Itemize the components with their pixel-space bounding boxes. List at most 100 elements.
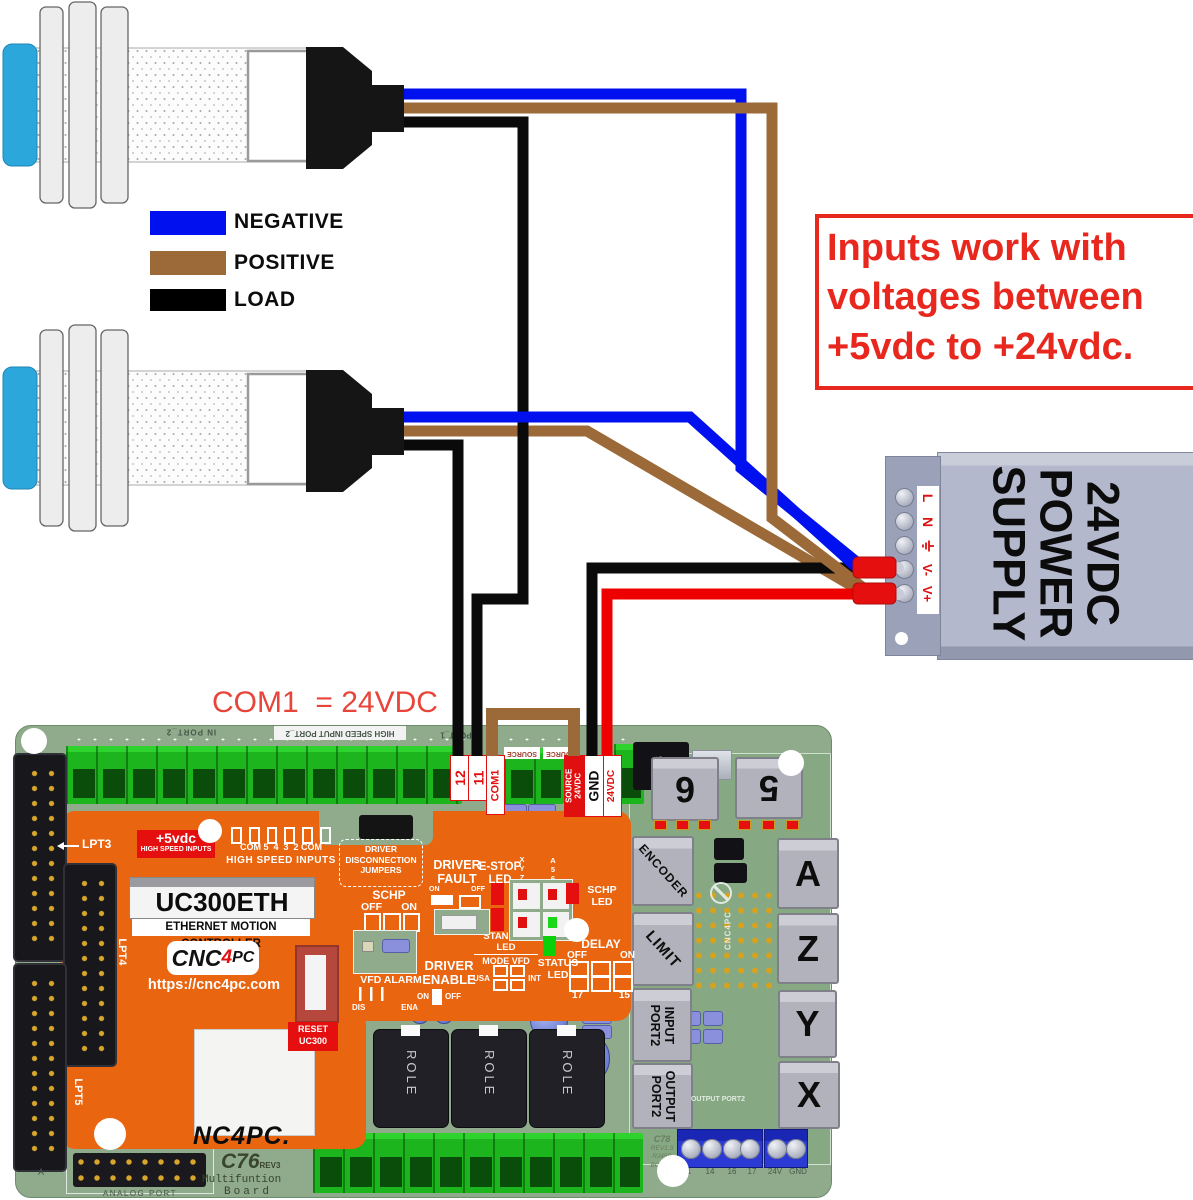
psu-mount-hole xyxy=(895,632,908,645)
lpt5-label: LPT5 xyxy=(71,1078,84,1106)
driver-ic xyxy=(714,863,747,883)
proximity-sensor-2 xyxy=(1,323,406,533)
hs-jumper-pins: COM 5 4 3 2 COM xyxy=(239,842,323,852)
lpt4-connector xyxy=(63,863,117,1067)
legend-swatch-load xyxy=(150,289,226,311)
silk-c76: C76REV3 xyxy=(221,1150,281,1173)
voltage-note-box: Inputs work with voltages between +5vdc … xyxy=(815,214,1193,390)
schp-label: SCHP xyxy=(372,888,406,902)
lpt3-label: LPT3 xyxy=(82,837,112,851)
status-led xyxy=(543,936,556,956)
legend-label-load: LOAD xyxy=(234,288,296,311)
uc300-title: UC300ETH xyxy=(155,887,289,917)
jack-axis-y: Y xyxy=(778,990,837,1058)
lpt3-connector xyxy=(13,753,67,962)
driver-fault-switches xyxy=(431,895,487,909)
silk-board-word: Board xyxy=(224,1186,273,1198)
delay-label: DELAY xyxy=(581,937,621,951)
blue-term-label: 17 xyxy=(747,1167,757,1176)
silk-multifuntion: Multifuntion xyxy=(202,1174,282,1186)
psu-term-vminus: V- xyxy=(920,563,936,577)
uc300-title-box: UC300ETH xyxy=(129,877,315,919)
no-symbol-icon xyxy=(710,882,732,904)
jumper xyxy=(703,1011,723,1026)
smd-led xyxy=(654,820,667,830)
red-led-bar xyxy=(491,883,504,905)
orange-hole xyxy=(564,918,589,942)
smd-led xyxy=(676,820,689,830)
silk-source: SOURCE xyxy=(504,747,540,759)
wire-negative-sensor1 xyxy=(398,88,868,573)
lpt3-arrow-icon xyxy=(61,845,79,847)
dip-switch xyxy=(359,815,413,839)
mount-hole-orange xyxy=(94,1118,126,1150)
terminal-badge-12: 12 xyxy=(450,755,470,801)
terminal-badge-gnd: GND xyxy=(584,755,604,817)
analog-a-label: A xyxy=(37,1167,44,1177)
hs-caption: HIGH SPEED INPUTS xyxy=(226,855,336,866)
silk-hs-input-port2: HIGH SPEED INPUT PORT_2 xyxy=(274,726,406,740)
silk-in-port2: IN PORT_2 xyxy=(165,727,217,737)
blue-term-label: 16 xyxy=(727,1167,737,1176)
psu-screw xyxy=(895,512,914,531)
mount-hole-orange xyxy=(198,819,222,843)
legend-label-negative: NEGATIVE xyxy=(234,210,344,233)
wire-positive-sensor2 xyxy=(398,425,869,599)
silk-output-port2: OUTPUT PORT2 xyxy=(690,1096,746,1103)
driver-fault-window xyxy=(434,909,490,935)
psu-main-body xyxy=(937,452,1193,660)
mode-vfd-label: MODE VFD xyxy=(474,954,538,967)
blue-term-label: 14 xyxy=(705,1167,715,1176)
relay: ROLE xyxy=(529,1025,605,1128)
blue-terminal-block xyxy=(677,1129,763,1168)
mount-hole xyxy=(657,1155,689,1187)
lpt5-connector xyxy=(13,963,67,1172)
jack-axis-x: X xyxy=(778,1061,840,1129)
wire-load-sensor1 xyxy=(398,116,529,756)
analog-port-header xyxy=(73,1153,206,1187)
psu-screw xyxy=(895,488,914,507)
jack-axis6: 6 xyxy=(651,757,719,821)
jumper xyxy=(703,1029,723,1044)
mode-vfd-jumper: USA INT xyxy=(473,965,541,991)
blue-terminal-block xyxy=(764,1129,808,1168)
psu-screw xyxy=(895,584,914,603)
reset-button-housing xyxy=(295,945,339,1023)
voltage-note-text: Inputs work with voltages between +5vdc … xyxy=(827,227,1144,368)
legend-swatch-positive xyxy=(150,251,226,275)
jack-limit: LIMIT xyxy=(632,912,694,986)
psu-term-n: N xyxy=(920,516,936,528)
vfd-alarm-label: VFD ALARM xyxy=(360,974,422,986)
prototyping-pads xyxy=(692,888,772,993)
legend-label-positive: POSITIVE xyxy=(234,251,335,274)
terminal-strip-top xyxy=(66,746,462,804)
wire-positive-sensor1 xyxy=(398,102,870,595)
silk-cnc4pc-vertical: CNC4PC xyxy=(723,911,733,950)
terminal-badge-24vdc: 24VDC xyxy=(603,755,622,817)
driver-ic xyxy=(714,838,744,860)
wire-negative-sensor2 xyxy=(398,411,868,579)
uc300-subtitle-box: ETHERNET MOTION CONTROLLER xyxy=(132,919,310,950)
psu-term-vplus: V+ xyxy=(920,585,936,603)
smd-led xyxy=(786,820,799,830)
lpt4-label: LPT4 xyxy=(115,938,128,966)
delay-jumper-row2 xyxy=(569,976,633,992)
earth-ground-icon xyxy=(920,535,936,557)
mount-hole xyxy=(778,750,804,776)
cnc4pc-url: https://cnc4pc.com xyxy=(147,977,281,993)
